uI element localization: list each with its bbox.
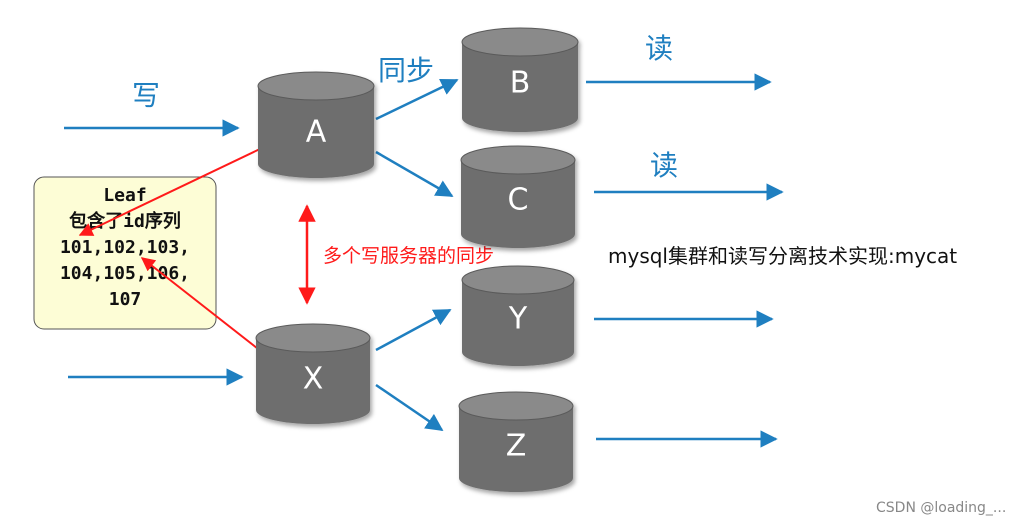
sync-arrow-x-to-y [375, 308, 452, 352]
a-to-leaf-arrow [78, 147, 263, 236]
note-line-5: 107 [109, 289, 142, 310]
database-c-label: C [508, 183, 529, 218]
database-b-label: B [510, 66, 531, 101]
database-b [461, 27, 579, 132]
read-label-2: 读 [650, 149, 678, 182]
watermark: CSDN @loading_... [876, 500, 1006, 516]
sync-arrow-a-to-b [375, 78, 459, 121]
sync-arrow-a-to-c [375, 150, 454, 198]
write-label: 写 [132, 79, 160, 112]
read-label-1: 读 [645, 32, 673, 65]
database-c [460, 145, 576, 248]
sync-label: 同步 [378, 54, 434, 87]
note-line-1: Leaf [103, 185, 146, 206]
leaf-note-box [33, 176, 217, 330]
database-y-label: Y [508, 302, 528, 337]
x-to-leaf-arrow [140, 257, 263, 353]
database-a-label: A [306, 115, 327, 150]
sync-arrow-x-to-z [375, 383, 444, 432]
database-x-label: X [303, 362, 324, 397]
note-line-4: 104,105,106, [60, 263, 190, 284]
database-z [458, 391, 574, 492]
database-x [255, 323, 371, 424]
multi-write-sync-label: 多个写服务器的同步 [323, 245, 494, 267]
mysql-cluster-label: mysql集群和读写分离技术实现:mycat [608, 244, 957, 268]
database-a [257, 71, 375, 178]
note-line-3: 101,102,103, [60, 237, 190, 258]
database-y [461, 265, 575, 366]
database-z-label: Z [506, 429, 527, 464]
